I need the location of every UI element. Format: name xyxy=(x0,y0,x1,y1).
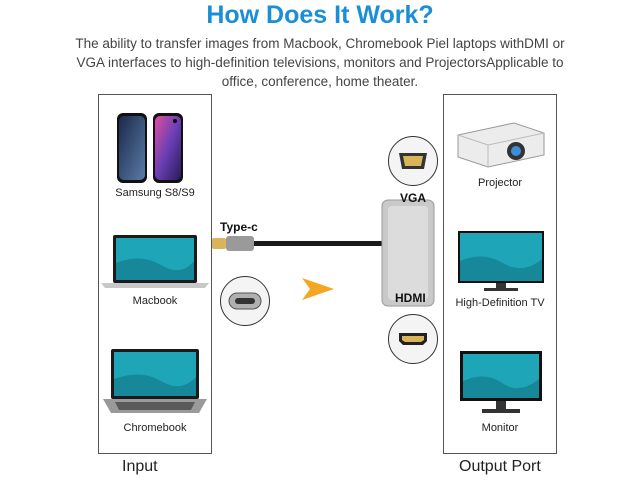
device-label-chromebook: Chromebook xyxy=(123,422,187,434)
vga-port-icon xyxy=(399,153,427,169)
device-label-monitor: Monitor xyxy=(481,422,519,434)
vga-port-callout xyxy=(388,136,438,186)
monitor-icon xyxy=(460,351,542,413)
device-label-projector: Projector xyxy=(477,177,523,189)
laptop-icon xyxy=(103,349,207,413)
arrow-icon xyxy=(302,278,334,300)
hdmi-port-callout xyxy=(388,314,438,364)
hdmi-port-icon xyxy=(399,333,427,345)
usb-c-icon xyxy=(228,292,262,310)
projector-icon xyxy=(457,122,545,168)
tv-icon xyxy=(458,231,544,291)
description-text: The ability to transfer images from Macb… xyxy=(75,36,565,89)
usb-c-port-callout xyxy=(220,276,270,326)
input-label: Input xyxy=(122,458,158,475)
vga-label: VGA xyxy=(400,191,427,205)
device-label-samsung: Samsung S8/S9 xyxy=(115,187,195,199)
input-panel: Samsung S8/S9 Macbook Chromebook xyxy=(98,94,212,454)
laptop-icon xyxy=(101,235,209,288)
cable-icon xyxy=(212,199,435,307)
smartphone-icon xyxy=(117,113,183,183)
output-panel: Projector High-Definition TV Monitor xyxy=(443,94,557,454)
hdmi-label: HDMI xyxy=(395,291,426,305)
output-port-label: Output Port xyxy=(459,458,541,475)
connector-label: Type-c xyxy=(220,220,258,234)
device-label-tv: High-Definition TV xyxy=(455,297,545,309)
device-label-macbook: Macbook xyxy=(132,295,178,307)
page-title: How Does It Work? xyxy=(206,1,434,29)
